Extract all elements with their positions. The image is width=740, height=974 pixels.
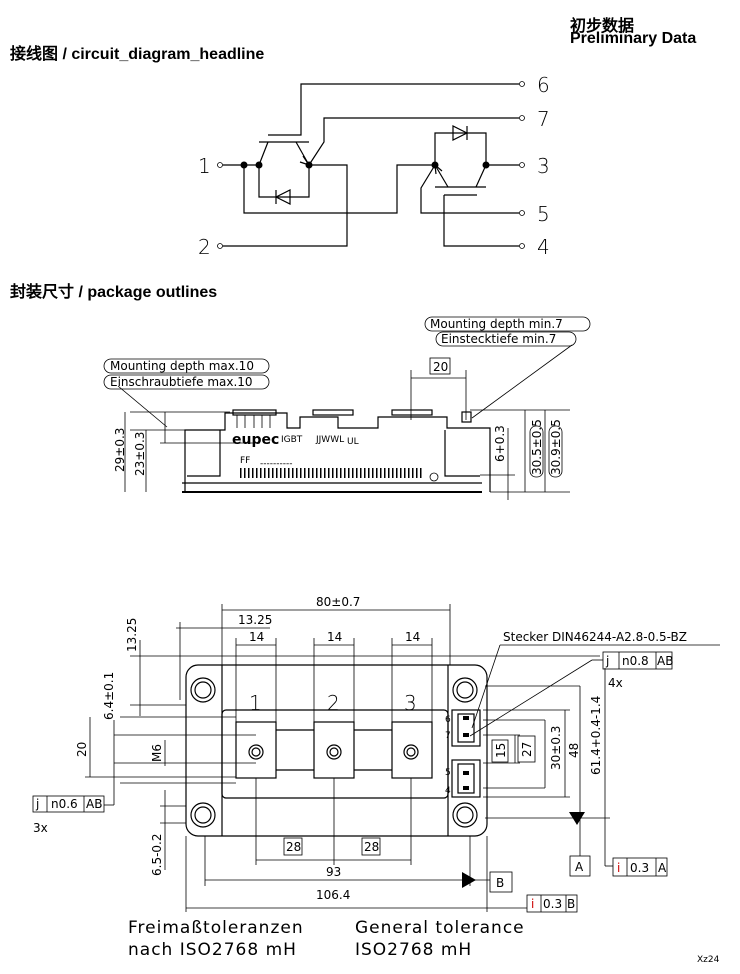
tolerance-note-de-1: Freimaßtoleranzen — [128, 918, 304, 938]
terminal-pad-label-1: 1 — [249, 691, 262, 715]
aux-label-6: 6 — [445, 715, 451, 725]
mounting-depth-min-label: Mounting depth min.7 — [430, 317, 563, 331]
tol-a-symbol: i — [617, 861, 620, 875]
terminal-label-7: 7 — [537, 107, 550, 131]
side-dim-23: 23±0.3 — [133, 432, 147, 476]
preliminary-title-cn: 初步数据 — [570, 18, 635, 35]
tol-left-count: 3x — [33, 821, 48, 835]
tolerance-note-de-2: nach ISO2768 mH — [128, 940, 297, 960]
tol-right-count: 4x — [608, 676, 623, 690]
terminal-label-3: 3 — [537, 154, 550, 178]
einstecktiefe-min-label: Einstecktiefe min.7 — [441, 332, 556, 346]
connector-spec: Stecker DIN46244-A2.8-0.5-BZ — [503, 630, 687, 644]
date-code: JJWWL — [315, 435, 344, 445]
barcode — [238, 468, 423, 478]
tol-left-datum: AB — [86, 797, 102, 811]
package-side-view: Mounting depth max.10 Einschraubtiefe ma… — [103, 316, 591, 500]
side-dim-29: 29±0.3 — [113, 428, 127, 472]
dim-80: 80±0.7 — [316, 595, 360, 609]
terminal-label-5: 5 — [537, 202, 550, 226]
tol-right-symbol: j — [605, 654, 609, 668]
tolerance-note-en-1: General tolerance — [355, 918, 525, 938]
tol-b-datum: B — [567, 897, 575, 911]
dim-6-5: 6.5-0.2 — [150, 834, 164, 877]
terminal-pad-label-2: 2 — [327, 691, 340, 715]
tol-b-symbol: i — [531, 897, 534, 911]
dim-13-25-vertical: 13.25 — [125, 618, 139, 652]
tolerance-frame-b: i 0.3 B — [526, 894, 578, 913]
tol-left-symbol: j — [35, 797, 39, 811]
thread-m6: M6 — [150, 744, 164, 762]
tol-left-value: n0.6 — [51, 797, 78, 811]
tol-right-value: n0.8 — [622, 654, 649, 668]
dim-28-b: 28 — [364, 840, 379, 854]
circuit-diagram: 1 2 3 4 5 6 7 — [198, 73, 550, 259]
tol-b-value: 0.3 — [543, 897, 562, 911]
tol-a-value: 0.3 — [630, 861, 649, 875]
type-marking: IGBT — [281, 435, 303, 445]
dim-30: 30±0.3 — [549, 726, 563, 770]
tolerance-frame-right: j n0.8 AB — [602, 651, 673, 670]
dim-6-4: 6.4±0.1 — [102, 672, 116, 720]
tolerance-frame-a: i 0.3 A — [612, 857, 668, 877]
dim-20: 20 — [75, 742, 89, 757]
part-prefix: FF — [240, 456, 250, 466]
dim-93: 93 — [326, 865, 341, 879]
tolerance-note-en-2: ISO2768 mH — [355, 940, 472, 960]
dim-28-a: 28 — [286, 840, 301, 854]
terminal-label-1: 1 — [198, 154, 211, 178]
tol-right-datum: AB — [657, 654, 673, 668]
dim-61-4: 61.4+0.4-1.4 — [589, 696, 603, 775]
dim-13-25-horizontal: 13.25 — [238, 613, 272, 627]
side-dim-6: 6+0.3 — [493, 425, 507, 462]
side-dim-30-9: 30.9±0.5 — [549, 419, 563, 475]
dim-48: 48 — [567, 743, 581, 758]
terminal-label-4: 4 — [537, 235, 550, 259]
circuit-headline: 接线图 / circuit_diagram_headline — [10, 46, 265, 63]
datum-b: B — [496, 876, 504, 890]
dim-27: 27 — [520, 742, 534, 757]
drawing-code: Xz24 — [697, 955, 720, 965]
ul-mark: UL — [347, 437, 359, 447]
side-dim-20: 20 — [433, 360, 448, 374]
mounting-depth-max-label: Mounting depth max.10 — [110, 359, 254, 373]
dim-14-c: 14 — [405, 630, 420, 644]
package-top-view: 1 2 3 6 7 5 4 — [32, 595, 720, 913]
tolerance-frame-left: j n0.6 AB — [32, 795, 105, 813]
terminal-label-2: 2 — [198, 235, 211, 259]
dim-14-a: 14 — [249, 630, 264, 644]
dim-14-b: 14 — [327, 630, 342, 644]
einschraubtiefe-max-label: Einschraubtiefe max.10 — [110, 375, 253, 389]
terminal-label-6: 6 — [537, 73, 550, 97]
tol-a-datum: A — [658, 861, 667, 875]
dim-15: 15 — [494, 743, 508, 758]
dim-106-4: 106.4 — [316, 888, 350, 902]
aux-label-7: 7 — [445, 731, 451, 741]
datum-a: A — [575, 860, 584, 874]
aux-label-4: 4 — [445, 786, 451, 796]
package-headline: 封装尺寸 / package outlines — [10, 284, 218, 301]
part-blank: ---------- — [260, 459, 292, 469]
brand-logo: eupec — [232, 432, 279, 448]
preliminary-title-en: Preliminary Data — [570, 30, 697, 47]
aux-label-5: 5 — [445, 768, 451, 778]
side-dim-30-5: 30.5±0.5 — [530, 419, 544, 475]
terminal-pad-label-3: 3 — [404, 691, 417, 715]
